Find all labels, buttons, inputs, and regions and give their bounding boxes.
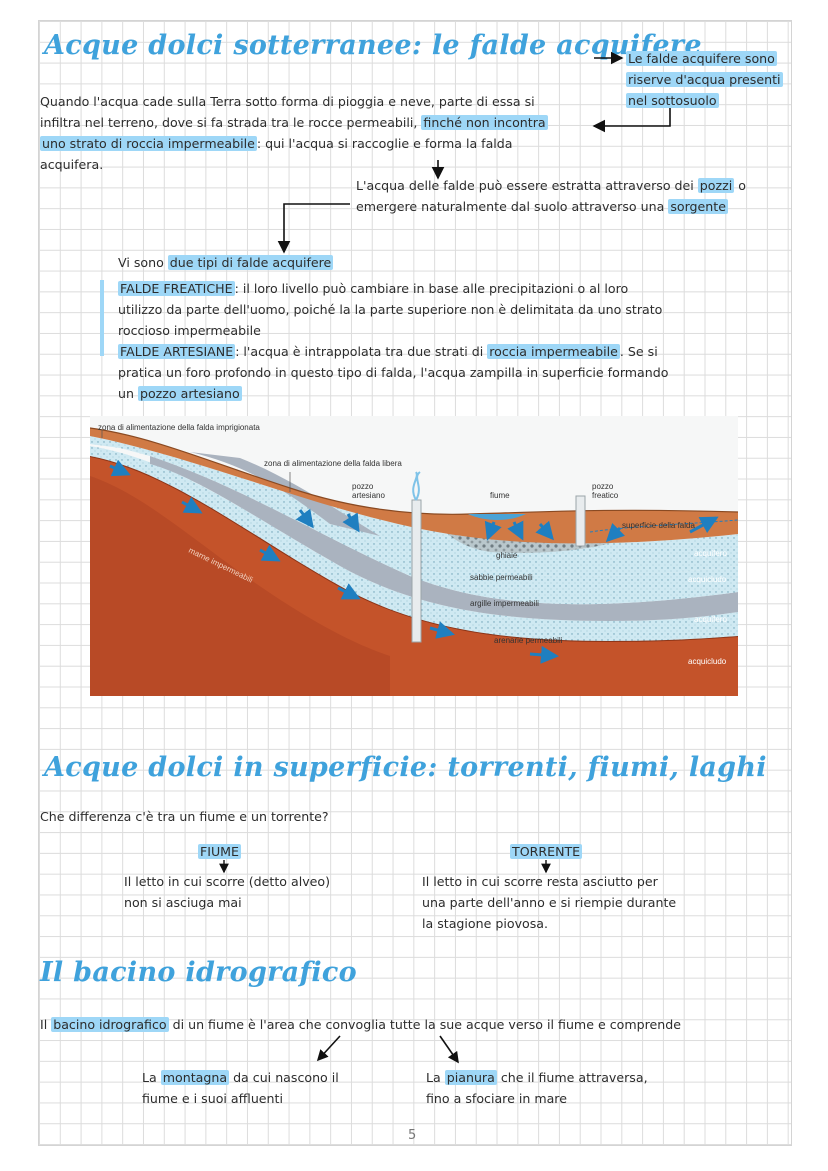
label-zona-imprigionata: zona di alimentazione della falda imprig… <box>98 423 260 432</box>
artesiane-line-1: FALDE ARTESIANE: l'acqua è intrappolata … <box>118 344 658 359</box>
section-title-superficie: Acque dolci in superficie: torrenti, fiu… <box>44 752 767 783</box>
intro-line-3: uno strato di roccia impermeabile: qui l… <box>40 136 513 151</box>
aquifer-diagram-svg: zona di alimentazione della falda imprig… <box>90 416 738 696</box>
difference-question: Che differenza c'è tra un fiume e un tor… <box>40 809 329 824</box>
side-note-line: riserve d'acqua presenti <box>626 72 783 87</box>
extract-line-2: emergere naturalmente dal suolo attraver… <box>356 199 728 214</box>
intro-line-2: infiltra nel terreno, dove si fa strada … <box>40 115 548 130</box>
intro-line-4: acquifera. <box>40 157 104 172</box>
arrow-down-types <box>277 203 350 254</box>
label-acquifero-1: acquifero <box>694 549 727 558</box>
section1-arrows <box>277 51 671 254</box>
side-note-line: Le falde acquifere sono <box>626 51 777 66</box>
side-note-line: nel sottosuolo <box>626 93 719 108</box>
artesiane-line-3: un pozzo artesiano <box>118 386 242 401</box>
extract-line-1: L'acqua delle falde può essere estratta … <box>356 178 746 193</box>
bullet-bar <box>100 280 104 356</box>
label-superficie-falda: superficie della falda <box>622 521 695 530</box>
label-acquicludo-2: acquicludo <box>688 657 727 666</box>
label-acquifero-2: acquifero <box>694 615 727 624</box>
label-sabbie: sabbie permeabili <box>470 573 533 582</box>
section-title-bacino: Il bacino idrografico <box>40 957 357 988</box>
label-fiume: fiume <box>490 491 510 500</box>
side-note: Le falde acquifere sono riserve d'acqua … <box>626 48 783 111</box>
page-number: 5 <box>408 1128 417 1143</box>
freatiche-line-3: roccioso impermeabile <box>118 323 261 338</box>
label-arenarie: arenarie permeabili <box>494 636 563 645</box>
label-zona-libera: zona di alimentazione della falda libera <box>264 459 402 468</box>
pianura-line-2: fino a sfociare in mare <box>426 1091 567 1106</box>
label-pozzo-artesiano-2: artesiano <box>352 491 385 500</box>
fiume-desc-2: non si asciuga mai <box>124 895 242 910</box>
montagna-line-1: La montagna da cui nascono il <box>142 1070 339 1085</box>
freatiche-line-1: FALDE FREATICHE: il loro livello può cam… <box>118 281 629 296</box>
torrente-desc-2: una parte dell'anno e si riempie durante <box>422 895 677 910</box>
label-acquicludo-1: acquicludo <box>688 575 727 584</box>
label-pozzo-artesiano-1: pozzo <box>352 482 374 491</box>
fiume-label: FIUME <box>198 844 241 859</box>
section-title-falde: Acque dolci sotterranee: le falde acquif… <box>44 30 702 61</box>
torrente-label: TORRENTE <box>510 844 583 859</box>
aquifer-diagram: zona di alimentazione della falda imprig… <box>90 416 738 696</box>
label-argille: argille impermeabili <box>470 599 539 608</box>
torrente-desc-1: Il letto in cui scorre resta asciutto pe… <box>422 874 658 889</box>
freatiche-label: FALDE FREATICHE <box>118 281 235 296</box>
bacino-definition: Il bacino idrografico di un fiume è l'ar… <box>40 1017 681 1032</box>
label-pozzo-freatico-2: freatico <box>592 491 619 500</box>
montagna-line-2: fiume e i suoi affluenti <box>142 1091 283 1106</box>
freatiche-line-2: utilizzo da parte dell'uomo, poiché la l… <box>118 302 663 317</box>
intro-line-1: Quando l'acqua cade sulla Terra sotto fo… <box>40 94 535 109</box>
arrow-from-side-note <box>592 108 671 133</box>
fiume-desc-1: Il letto in cui scorre (detto alveo) <box>124 874 331 889</box>
label-ghiaie: ghiaie <box>496 551 518 560</box>
artesiane-line-2: pratica un foro profondo in questo tipo … <box>118 365 669 380</box>
label-pozzo-freatico-1: pozzo <box>592 482 614 491</box>
pianura-line-1: La pianura che il fiume attraversa, <box>426 1070 648 1085</box>
artesiane-label: FALDE ARTESIANE <box>118 344 236 359</box>
torrente-desc-3: la stagione piovosa. <box>422 916 549 931</box>
types-line: Vi sono due tipi di falde acquifere <box>118 255 334 270</box>
